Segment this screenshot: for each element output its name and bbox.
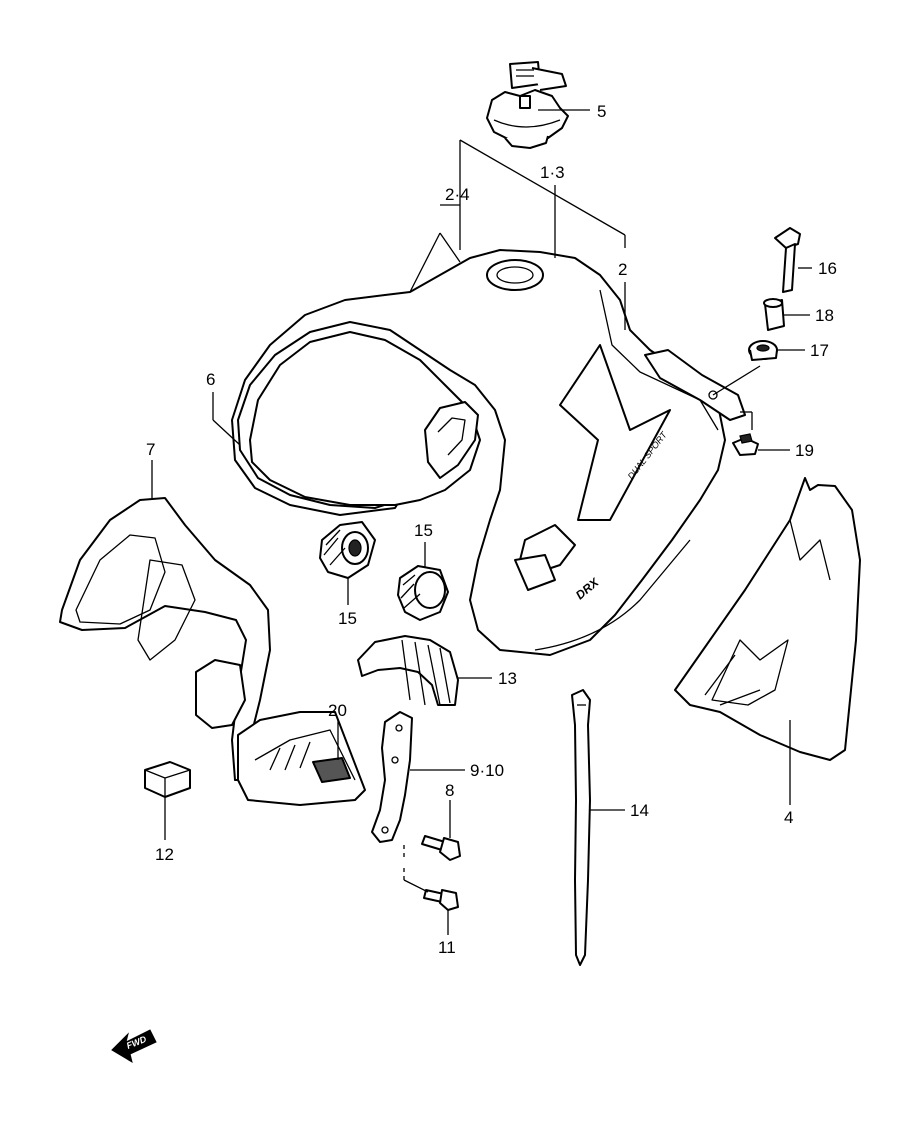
right-shroud — [674, 477, 861, 761]
leader-lines — [151, 109, 812, 935]
grommet-19 — [732, 433, 759, 456]
callout-11: 11 — [438, 938, 456, 957]
collar-18 — [763, 298, 785, 331]
callout-19: 19 — [795, 441, 814, 460]
callout-13: 13 — [498, 669, 517, 688]
bolt-8 — [421, 835, 461, 861]
bolt-11 — [423, 889, 459, 911]
lower-panel — [237, 711, 366, 806]
fuel-cap — [486, 61, 569, 149]
callout-4: 4 — [784, 808, 793, 827]
grommet-17 — [748, 340, 778, 361]
callout-2: 2 — [618, 260, 627, 279]
cushion-13 — [357, 635, 459, 706]
cable-tie — [571, 689, 591, 966]
left-shroud — [59, 497, 271, 781]
callout-12: 12 — [155, 845, 174, 864]
callout-18: 18 — [815, 306, 834, 325]
callout-17: 17 — [810, 341, 829, 360]
callout-8: 8 — [445, 781, 454, 800]
callout-labels: 5 1·3 2·4 2 16 18 17 6 19 7 15 15 13 20 … — [146, 102, 837, 957]
callout-9-10: 9·10 — [470, 761, 504, 780]
callout-15-right: 15 — [414, 521, 433, 540]
fwd-direction-arrow: FWD — [111, 1029, 157, 1064]
bracket — [371, 711, 413, 843]
cushion-15-left — [319, 521, 376, 579]
pad-12 — [144, 761, 191, 798]
cushion-15-right — [397, 565, 449, 621]
callout-7: 7 — [146, 440, 155, 459]
callout-15-left: 15 — [338, 609, 357, 628]
bolt-16 — [774, 227, 801, 293]
callout-16: 16 — [818, 259, 837, 278]
fuel-tank: DUAL SPORT DRX — [231, 249, 746, 656]
callout-1-3: 1·3 — [540, 163, 565, 182]
callout-20: 20 — [328, 701, 347, 720]
callout-14: 14 — [630, 801, 649, 820]
callout-6: 6 — [206, 370, 215, 389]
callout-5: 5 — [597, 102, 606, 121]
callout-2-4: 2·4 — [445, 185, 470, 204]
